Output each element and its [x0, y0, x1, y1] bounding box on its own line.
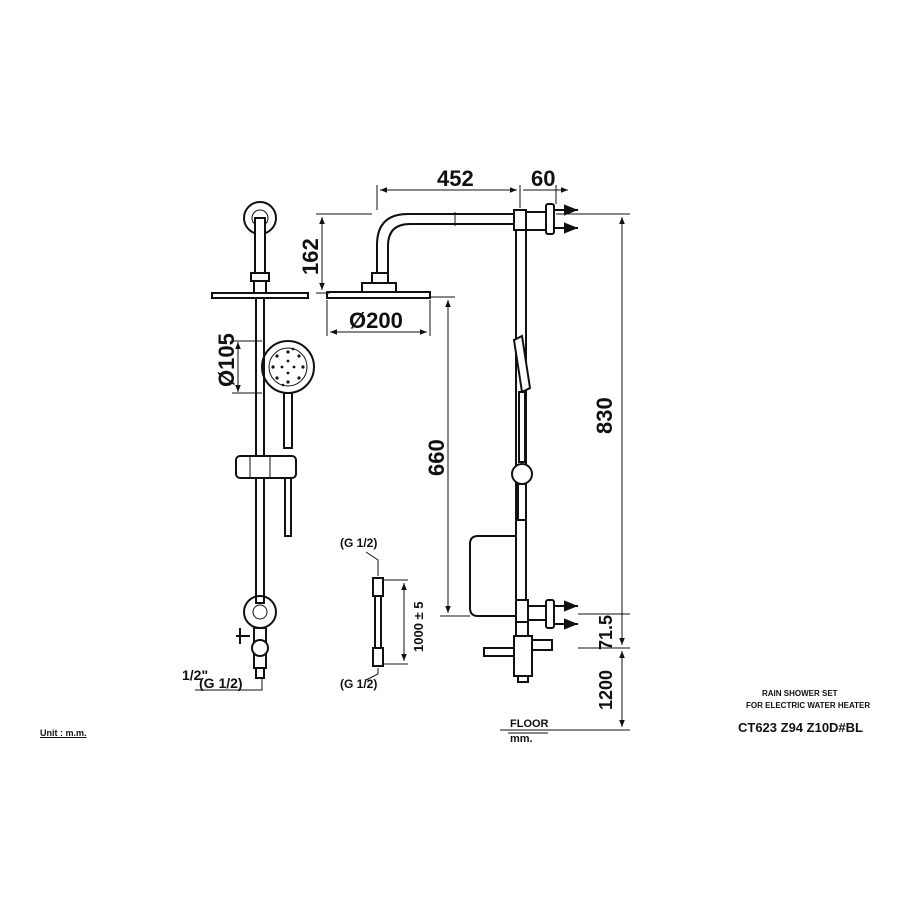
dim-floor-height: 1200: [596, 670, 616, 710]
dim-height-830: 830: [592, 397, 617, 434]
label-floor-unit: mm.: [510, 733, 533, 745]
dim-hand-diameter: Ø105: [214, 333, 239, 387]
title-line-2: FOR ELECTRIC WATER HEATER: [746, 701, 871, 710]
hose-detail: 1000 ± 5: [365, 551, 426, 681]
label-unit: Unit : m.m.: [40, 728, 87, 738]
front-slide-holder: [235, 455, 297, 479]
label-hose-top-thread: (G 1/2): [340, 536, 378, 550]
dim-hose-length: 1000 ± 5: [411, 601, 426, 652]
front-riser-rail: [255, 297, 265, 604]
dim-height-660: 660: [424, 439, 449, 476]
dim-inlet-spacing: 71.5: [596, 615, 616, 650]
side-hand-shower: [512, 334, 532, 394]
model-number: CT623 Z94 Z10D#BL: [738, 720, 863, 735]
dim-head-diameter: Ø200: [349, 308, 403, 333]
front-view: Ø105: [195, 201, 315, 691]
dim-arm-length: 452: [437, 166, 474, 191]
label-side-inlet-thread: (G 1/2): [199, 675, 243, 691]
label-hose-bottom-thread: (G 1/2): [340, 677, 378, 691]
label-side-inlet-fraction: 1/2": [182, 667, 209, 683]
dim-arm-height: 162: [298, 238, 323, 275]
side-shower-arm: [376, 213, 515, 274]
side-mixer: [513, 635, 533, 677]
front-hand-handle: [283, 392, 293, 449]
side-view: 452 60 162 Ø200 660 830 71.5 1200: [298, 166, 630, 734]
front-hand-shower: [261, 340, 315, 394]
title-line-1: RAIN SHOWER SET: [762, 689, 838, 698]
label-floor: FLOOR: [510, 718, 549, 730]
dim-wall-offset: 60: [531, 166, 555, 191]
front-shower-arm: [254, 217, 266, 274]
